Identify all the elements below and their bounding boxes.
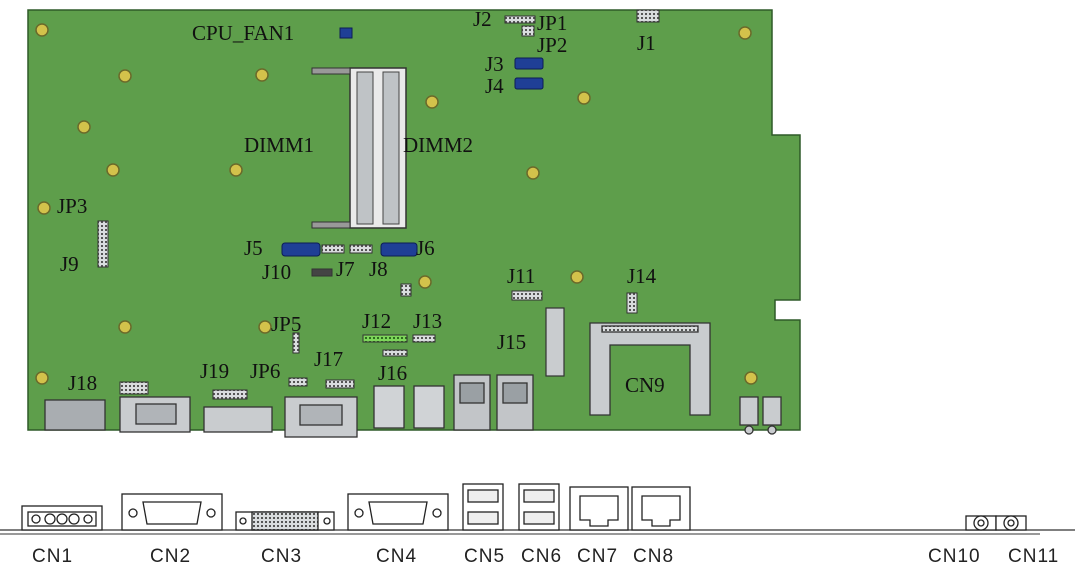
label-cpu-fan1: CPU_FAN1 bbox=[192, 21, 294, 45]
label-jp1: JP1 bbox=[537, 11, 567, 35]
label-jp3: JP3 bbox=[57, 194, 87, 218]
label-j1: J1 bbox=[637, 31, 656, 55]
label-cn2: CN2 bbox=[150, 546, 191, 567]
label-jp2: JP2 bbox=[537, 33, 567, 57]
label-j4: J4 bbox=[485, 74, 504, 98]
label-cn4: CN4 bbox=[376, 546, 417, 567]
label-j13: J13 bbox=[413, 309, 442, 333]
cn10-connector bbox=[965, 515, 997, 531]
label-j8: J8 bbox=[369, 257, 388, 281]
label-j14: J14 bbox=[627, 264, 657, 288]
label-dimm2: DIMM2 bbox=[403, 133, 473, 157]
label-dimm1: DIMM1 bbox=[244, 133, 314, 157]
label-cn1: CN1 bbox=[32, 546, 73, 567]
label-cn10: CN10 bbox=[928, 546, 981, 567]
board-edge-connectors bbox=[44, 374, 782, 438]
label-jp5: JP5 bbox=[271, 312, 301, 336]
cn4-connector bbox=[347, 493, 449, 531]
cn8-connector bbox=[631, 486, 691, 531]
label-cn7: CN7 bbox=[577, 546, 618, 567]
mounting-holes bbox=[35, 23, 758, 385]
cn2-connector bbox=[121, 493, 223, 531]
label-cn3: CN3 bbox=[261, 546, 302, 567]
label-j12: J12 bbox=[362, 309, 391, 333]
cn6-connector bbox=[518, 483, 560, 531]
label-j19: J19 bbox=[200, 359, 229, 383]
cn9-slot bbox=[589, 322, 711, 416]
label-j6: J6 bbox=[416, 236, 435, 260]
cn11-connector bbox=[995, 515, 1027, 531]
dimm-slots bbox=[311, 67, 407, 229]
label-j17: J17 bbox=[314, 347, 343, 371]
label-cn9: CN9 bbox=[625, 373, 665, 397]
label-j9: J9 bbox=[60, 252, 79, 276]
pin-headers bbox=[97, 9, 660, 400]
cn7-connector bbox=[569, 486, 629, 531]
blue-connectors bbox=[281, 27, 544, 257]
label-cn11: CN11 bbox=[1008, 546, 1059, 567]
label-cn6: CN6 bbox=[521, 546, 562, 567]
label-j7: J7 bbox=[336, 257, 355, 281]
label-j3: J3 bbox=[485, 52, 504, 76]
cn3-connector bbox=[235, 511, 335, 531]
rear-io-panel: CN1 CN2 CN3 CN4 CN5 CN6 CN7 CN8 CN10 CN1… bbox=[0, 483, 1075, 567]
label-j18: J18 bbox=[68, 371, 97, 395]
label-j11: J11 bbox=[507, 264, 535, 288]
label-cn5: CN5 bbox=[464, 546, 505, 567]
label-j16: J16 bbox=[378, 361, 407, 385]
label-j15: J15 bbox=[497, 330, 526, 354]
label-cn8: CN8 bbox=[633, 546, 674, 567]
label-j5: J5 bbox=[244, 236, 263, 260]
board-label-group: CPU_FAN1 J2 JP1 JP2 J1 J3 J4 DIMM1 DIMM2… bbox=[57, 7, 665, 397]
cn1-connector bbox=[21, 505, 103, 531]
label-j10: J10 bbox=[262, 260, 291, 284]
label-jp6: JP6 bbox=[250, 359, 280, 383]
pcb-board bbox=[27, 9, 801, 431]
label-j2: J2 bbox=[473, 7, 492, 31]
cn5-connector bbox=[462, 483, 504, 531]
j15-slot bbox=[545, 307, 565, 377]
